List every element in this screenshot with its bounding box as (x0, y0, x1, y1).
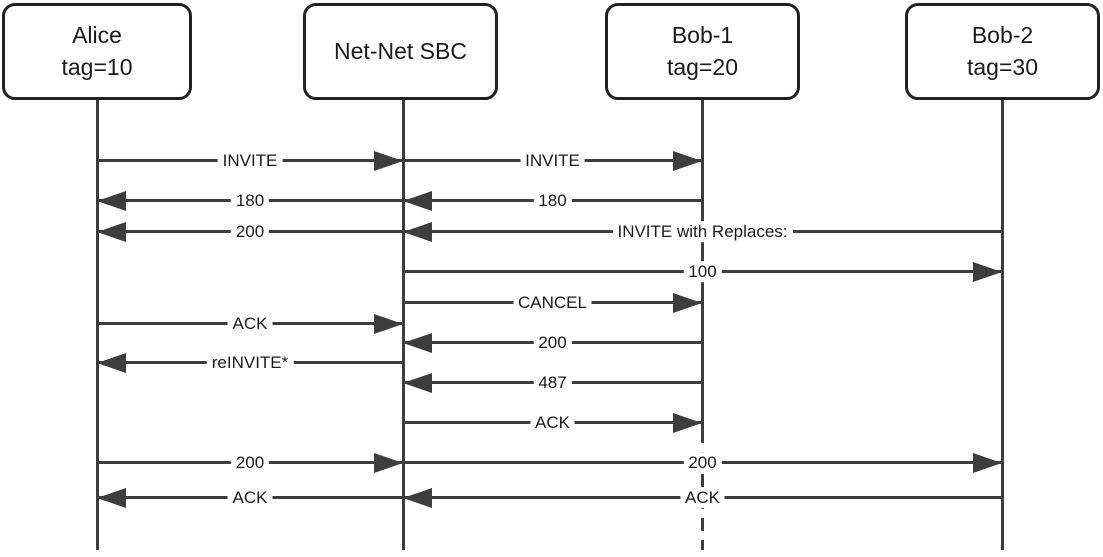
participant-alice-name: Alice (72, 22, 122, 49)
arrowhead-left-icon (403, 487, 432, 508)
message-reinvite-sbc-to-alice-label: reINVITE* (206, 351, 294, 374)
arrowhead-left-icon (97, 221, 126, 242)
message-invite-alice-to-sbc-label: INVITE (217, 149, 283, 172)
message-100-sbc-to-bob2-label: 100 (683, 260, 722, 283)
participant-bob1-tag: tag=20 (667, 53, 738, 80)
lifeline-alice-solid (95, 100, 99, 550)
participant-bob2-tag: tag=30 (967, 53, 1038, 80)
message-200-sbc-to-alice-label: 200 (230, 220, 270, 243)
participant-sbc-box: Net-Net SBC (303, 3, 498, 100)
participant-bob1-name: Bob-1 (671, 22, 734, 49)
arrowhead-left-icon (403, 372, 432, 393)
message-ack-sbc-to-alice-label: ACK (227, 486, 273, 509)
message-200-alice-to-sbc-label: 200 (230, 451, 270, 474)
lifeline-bob2-solid (1000, 100, 1004, 550)
arrowhead-right-icon (374, 452, 403, 473)
arrowhead-right-icon (374, 313, 403, 334)
message-invite-with-replaces-bob2-to-sbc-label: INVITE with Replaces: (612, 220, 793, 243)
arrowhead-right-icon (973, 261, 1002, 282)
message-ack-sbc-to-bob1-label: ACK (530, 411, 575, 434)
participant-alice-tag: tag=10 (61, 53, 133, 80)
participant-alice-box: Alice tag=10 (2, 3, 192, 100)
arrowhead-right-icon (673, 292, 702, 313)
arrowhead-left-icon (97, 352, 126, 373)
message-invite-sbc-to-bob1-label: INVITE (520, 149, 585, 172)
message-180-bob1-to-sbc-label: 180 (533, 189, 572, 212)
lifeline-sbc-solid (401, 100, 405, 550)
message-ack-alice-to-sbc-label: ACK (227, 312, 273, 335)
arrowhead-right-icon (374, 150, 403, 171)
arrowhead-right-icon (973, 452, 1002, 473)
arrowhead-left-icon (97, 190, 126, 211)
message-487-bob1-to-sbc-label: 487 (533, 371, 572, 394)
arrowhead-left-icon (403, 190, 432, 211)
message-cancel-sbc-to-bob1-label: CANCEL (513, 291, 592, 314)
participant-bob1-box: Bob-1 tag=20 (605, 3, 800, 100)
message-ack-bob2-to-sbc-label: ACK (680, 486, 725, 509)
arrowhead-left-icon (403, 332, 432, 353)
participant-bob2-box: Bob-2 tag=30 (905, 3, 1100, 100)
message-180-sbc-to-alice-label: 180 (230, 189, 270, 212)
message-200-bob1-to-sbc-label: 200 (533, 331, 572, 354)
arrowhead-right-icon (673, 150, 702, 171)
message-200-sbc-to-bob2-label: 200 (683, 451, 722, 474)
arrowhead-right-icon (673, 412, 702, 433)
arrowhead-left-icon (403, 221, 432, 242)
participant-sbc-name: Net-Net SBC (334, 37, 467, 64)
arrowhead-left-icon (97, 487, 126, 508)
participant-bob2-name: Bob-2 (971, 22, 1034, 49)
